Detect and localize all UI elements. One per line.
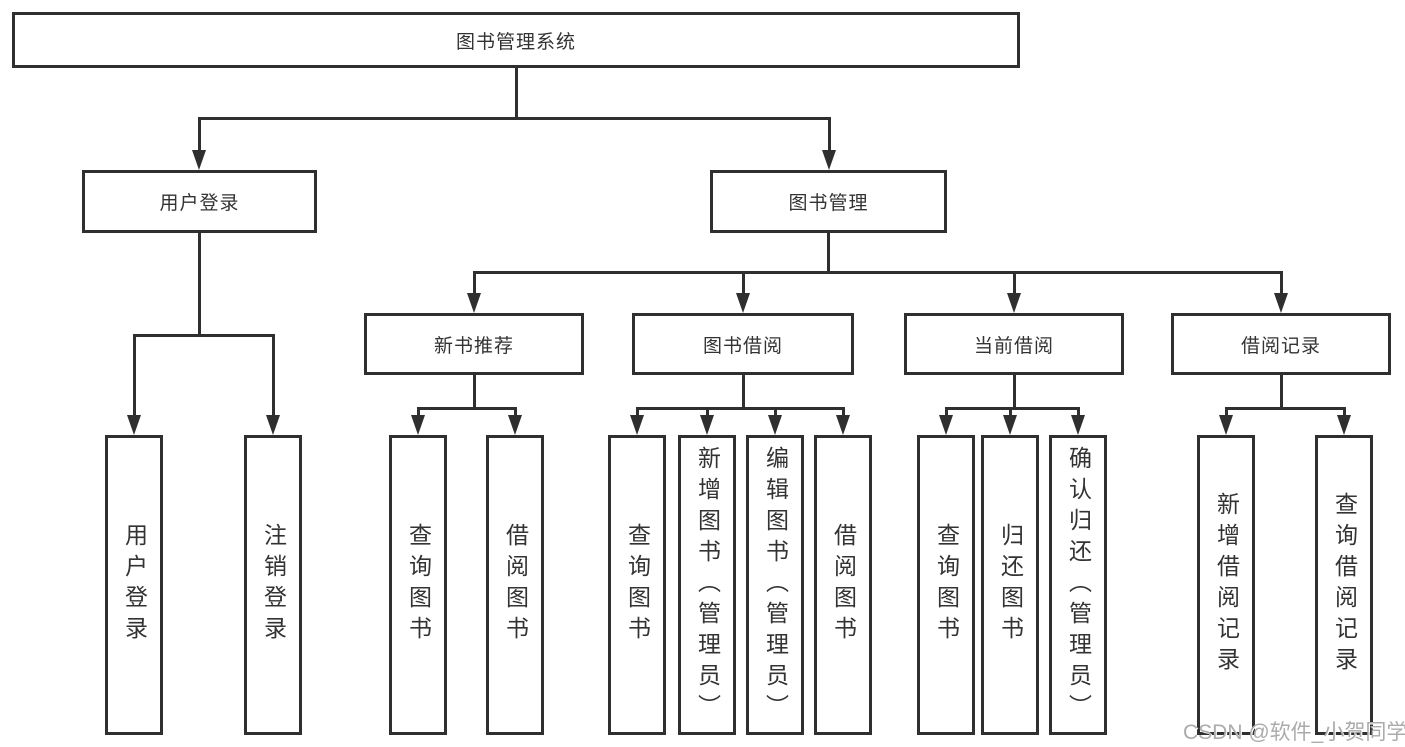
connector-vline xyxy=(1280,272,1283,296)
arrow-down-icon xyxy=(1071,415,1085,435)
node-leaf-edit-book-admin: 编辑图书（管理员） xyxy=(746,435,804,735)
connector-vline xyxy=(842,408,845,418)
connector-vline xyxy=(272,335,275,417)
connector-vline xyxy=(1013,375,1016,408)
connector-vline xyxy=(742,375,745,408)
connector-hline xyxy=(198,117,831,120)
arrow-down-icon xyxy=(939,415,953,435)
connector-hline xyxy=(1225,407,1346,410)
arrow-down-icon xyxy=(1337,415,1351,435)
node-leaf-return-book: 归还图书 xyxy=(981,435,1039,735)
node-book-management: 图书管理 xyxy=(710,170,947,233)
connector-vline xyxy=(1009,408,1012,418)
node-label: 确认归还（管理员） xyxy=(1065,445,1092,725)
arrow-down-icon xyxy=(467,293,481,313)
connector-vline xyxy=(636,408,639,418)
connector-vline xyxy=(198,118,201,153)
connector-vline xyxy=(133,335,136,417)
connector-vline xyxy=(1343,408,1346,418)
connector-vline xyxy=(1280,375,1283,408)
connector-vline xyxy=(1077,408,1080,418)
arrow-down-icon xyxy=(630,415,644,435)
node-label: 查询借阅记录 xyxy=(1331,492,1358,678)
connector-vline xyxy=(774,408,777,418)
node-label: 归还图书 xyxy=(997,523,1024,647)
node-leaf-query-books-1: 查询图书 xyxy=(389,435,447,735)
node-label: 当前借阅 xyxy=(973,335,1054,357)
arrow-down-icon xyxy=(1274,293,1288,313)
connector-vline xyxy=(473,272,476,296)
node-borrow-records: 借阅记录 xyxy=(1171,313,1391,375)
connector-vline xyxy=(515,68,518,118)
node-leaf-user-login: 用户登录 xyxy=(105,435,163,735)
node-leaf-borrow-books-2: 借阅图书 xyxy=(814,435,872,735)
node-label: 新书推荐 xyxy=(433,335,514,357)
node-leaf-add-borrow-record: 新增借阅记录 xyxy=(1197,435,1255,735)
node-label: 查询图书 xyxy=(933,523,960,647)
node-leaf-confirm-return-admin: 确认归还（管理员） xyxy=(1049,435,1107,735)
node-label: 图书借阅 xyxy=(702,335,783,357)
node-root-label: 图书管理系统 xyxy=(455,31,576,53)
node-leaf-borrow-books-1: 借阅图书 xyxy=(486,435,544,735)
connector-vline xyxy=(198,233,201,335)
connector-vline xyxy=(1013,272,1016,296)
node-leaf-add-book-admin: 新增图书（管理员） xyxy=(678,435,736,735)
arrow-down-icon xyxy=(1219,415,1233,435)
node-label: 用户登录 xyxy=(121,523,148,647)
node-current-borrowing: 当前借阅 xyxy=(904,313,1124,375)
connector-hline xyxy=(945,407,1080,410)
node-label: 注销登录 xyxy=(260,523,287,647)
node-leaf-query-borrow-record: 查询借阅记录 xyxy=(1315,435,1373,735)
arrow-down-icon xyxy=(266,415,280,435)
node-user-login-module: 用户登录 xyxy=(82,170,317,233)
arrow-down-icon xyxy=(508,415,522,435)
connector-vline xyxy=(828,118,831,153)
arrow-down-icon xyxy=(736,293,750,313)
node-leaf-query-books-2: 查询图书 xyxy=(608,435,666,735)
arrow-down-icon xyxy=(192,150,206,170)
connector-vline xyxy=(945,408,948,418)
node-label: 查询图书 xyxy=(624,523,651,647)
connector-hline xyxy=(636,407,845,410)
arrow-down-icon xyxy=(768,415,782,435)
arrow-down-icon xyxy=(127,415,141,435)
arrow-down-icon xyxy=(1007,293,1021,313)
node-book-borrowing: 图书借阅 xyxy=(632,313,854,375)
node-label: 查询图书 xyxy=(405,523,432,647)
node-label: 借阅图书 xyxy=(830,523,857,647)
node-label: 新增借阅记录 xyxy=(1213,492,1240,678)
connector-hline xyxy=(473,271,1283,274)
node-label: 借阅图书 xyxy=(502,523,529,647)
node-label: 图书管理 xyxy=(788,193,869,214)
connector-vline xyxy=(1225,408,1228,418)
node-label: 用户登录 xyxy=(159,193,240,214)
node-new-book-recommend: 新书推荐 xyxy=(364,313,584,375)
connector-vline xyxy=(417,408,420,418)
arrow-down-icon xyxy=(836,415,850,435)
arrow-down-icon xyxy=(1003,415,1017,435)
connector-vline xyxy=(706,408,709,418)
node-leaf-logout: 注销登录 xyxy=(244,435,302,735)
connector-vline xyxy=(827,233,830,273)
watermark: CSDN @软件_小贺同学 xyxy=(1183,721,1405,744)
arrow-down-icon xyxy=(700,415,714,435)
connector-vline xyxy=(742,272,745,296)
connector-hline xyxy=(133,334,275,337)
connector-vline xyxy=(514,408,517,418)
arrow-down-icon xyxy=(822,150,836,170)
connector-hline xyxy=(417,407,517,410)
arrow-down-icon xyxy=(411,415,425,435)
connector-vline xyxy=(473,375,476,408)
node-label: 编辑图书（管理员） xyxy=(762,445,789,725)
node-label: 新增图书（管理员） xyxy=(694,445,721,725)
node-leaf-query-books-3: 查询图书 xyxy=(917,435,975,735)
node-label: 借阅记录 xyxy=(1240,335,1321,357)
node-root: 图书管理系统 xyxy=(12,12,1020,68)
